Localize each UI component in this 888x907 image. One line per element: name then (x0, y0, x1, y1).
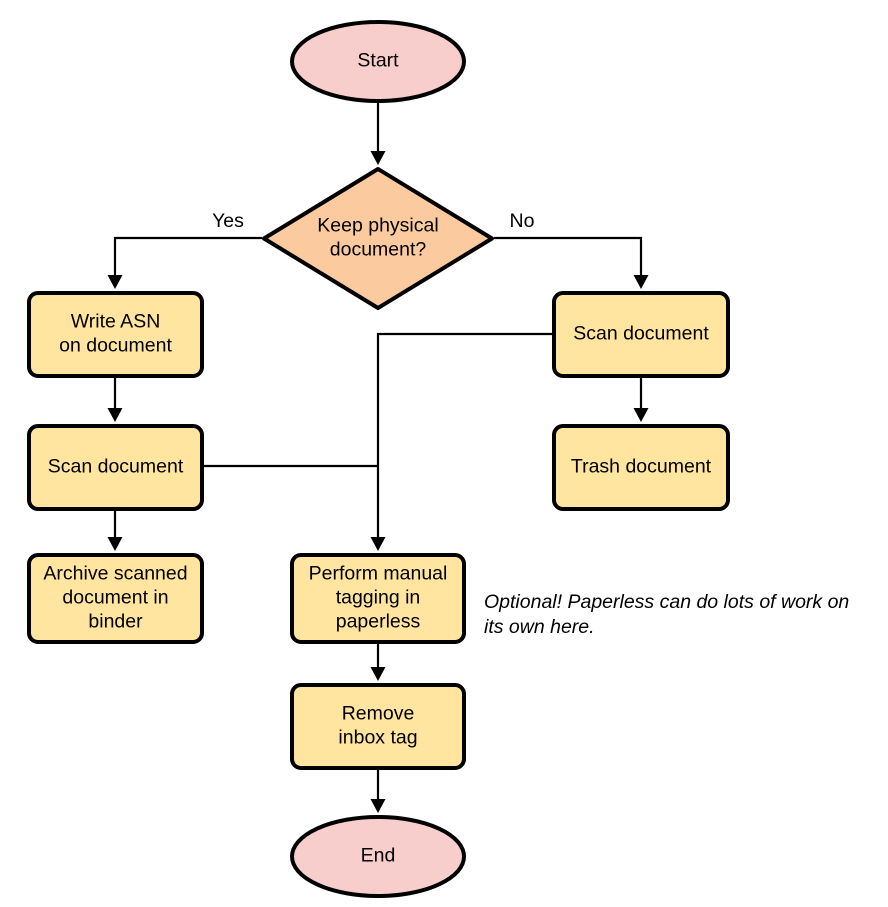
edge-arrowhead (107, 537, 123, 551)
flow-edge (370, 103, 386, 165)
node-shape-decision (262, 167, 494, 310)
edge-arrowhead (370, 537, 386, 551)
edge-arrowhead (633, 408, 649, 422)
node-label: Start (357, 50, 399, 72)
flow-node-end[interactable]: End (290, 815, 466, 898)
flow-node-trash[interactable]: Trash document (552, 424, 730, 511)
flow-edge (107, 511, 123, 551)
node-label: End (361, 845, 396, 867)
flow-edge (370, 644, 386, 681)
node-label: inbox tag (338, 727, 417, 749)
node-label: tagging in (336, 587, 421, 609)
node-label: document in (62, 587, 168, 609)
edge-arrowhead (633, 275, 649, 289)
flow-edge: No (494, 210, 649, 289)
flow-edge (370, 770, 386, 813)
annotations-layer: Optional! Paperless can do lots of work … (484, 591, 849, 638)
edge-arrowhead (107, 408, 123, 422)
node-label: Perform manual (309, 563, 448, 585)
edge-arrowhead (107, 275, 123, 289)
edge-arrowhead (370, 151, 386, 165)
node-label: Scan document (573, 323, 709, 345)
node-label: Trash document (571, 456, 712, 478)
node-shape-process (290, 553, 466, 644)
node-shape-process (27, 424, 204, 511)
edge-line (113, 236, 262, 277)
edge-arrowhead (370, 667, 386, 681)
annotation-optional-note: Optional! Paperless can do lots of work … (484, 591, 849, 638)
node-label: Write ASN (71, 311, 161, 333)
annotation-line: Optional! Paperless can do lots of work … (484, 591, 849, 613)
node-label: Remove (342, 703, 415, 725)
flow-edge (107, 378, 123, 422)
node-shape-process (552, 424, 730, 511)
edge-line (376, 332, 552, 539)
node-label: binder (88, 611, 143, 633)
node-shape-process (27, 291, 204, 378)
node-shape-terminal (290, 20, 466, 103)
node-shape-process (290, 683, 466, 770)
flow-node-scan-left[interactable]: Scan document (27, 424, 204, 511)
flow-edge (633, 378, 649, 422)
flow-node-scan-right[interactable]: Scan document (552, 291, 730, 378)
edge-label-yes: Yes (212, 210, 244, 232)
flow-edge (370, 332, 552, 551)
node-label: paperless (336, 611, 421, 633)
node-shape-process (27, 553, 204, 644)
node-shape-terminal (290, 815, 466, 898)
node-label: document? (330, 239, 427, 261)
edge-label-no: No (510, 210, 535, 232)
node-label: Archive scanned (43, 563, 187, 585)
node-label: on document (59, 335, 172, 357)
annotation-line: its own here. (484, 616, 595, 638)
node-label: Keep physical (317, 215, 438, 237)
node-label: Scan document (48, 456, 184, 478)
edge-line (494, 236, 643, 277)
edges-layer: Yes No (107, 103, 649, 813)
flow-edge: Yes (107, 210, 262, 289)
edge-arrowhead (370, 799, 386, 813)
node-shape-process (552, 291, 730, 378)
flow-node-start[interactable]: Start (290, 20, 466, 103)
